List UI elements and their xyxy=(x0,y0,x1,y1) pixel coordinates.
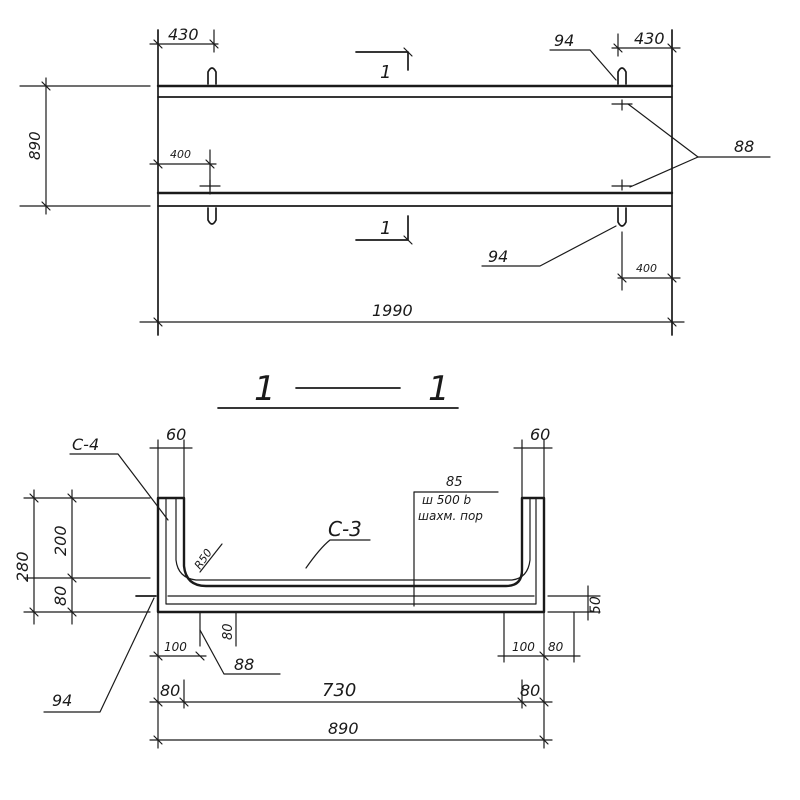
callout-loop-bottom-label: 94 xyxy=(488,247,508,266)
dim-slab-value: 80 xyxy=(51,586,70,606)
callout-bar-plan-label: 88 xyxy=(734,137,754,156)
dim-left-vertical: 280 200 80 xyxy=(13,489,151,625)
dim-wall-left-value: 60 xyxy=(166,425,186,444)
dim-base-row: 80 730 80 xyxy=(149,611,553,749)
dim-inner-left: 400 xyxy=(149,148,217,195)
dim-top-right: 430 xyxy=(611,29,681,57)
callout-mesh-side: С-4 xyxy=(69,435,169,521)
lifting-loop-bottom-right xyxy=(617,207,627,227)
dim-top-right-value: 430 xyxy=(634,29,665,48)
callout-loop-top: 94 xyxy=(549,31,617,81)
plan-outline xyxy=(156,29,674,336)
trough-outline xyxy=(156,496,546,614)
section-title-left: 1 xyxy=(254,369,276,409)
section-title: 1 1 xyxy=(217,369,459,409)
section-mark-top-label: 1 xyxy=(380,62,391,83)
section-mark-top: 1 xyxy=(355,47,413,83)
rebar-note-line3: шахм. пор xyxy=(418,509,483,523)
dim-right-offset: 100 80 xyxy=(497,611,581,663)
callout-bar-section-label: 88 xyxy=(234,655,254,674)
dim-base-total: 890 xyxy=(149,719,553,745)
section-mark-bottom: 1 xyxy=(355,215,413,245)
dim-inner-right: 400 xyxy=(617,231,681,291)
dim-wall-right-value: 60 xyxy=(530,425,550,444)
lifting-loop-top-left xyxy=(207,67,217,85)
dim-top-left: 430 xyxy=(149,25,219,53)
callout-mesh-side-label: С-4 xyxy=(72,435,99,454)
lifting-loop-top-right xyxy=(617,67,627,85)
dim-right-edge-value: 80 xyxy=(548,640,564,654)
callout-loop-section-label: 94 xyxy=(52,691,72,710)
dim-inner-right-value: 400 xyxy=(636,262,657,275)
callout-bar-plan: 88 xyxy=(627,103,771,188)
rebar-note-line1: 85 xyxy=(446,475,463,490)
dim-height: 890 xyxy=(19,77,151,215)
dim-wall-right: 60 xyxy=(513,425,553,499)
dim-left-offset-value: 100 xyxy=(164,640,187,654)
dim-base-left-value: 80 xyxy=(160,681,180,700)
dim-right-slab: 50 xyxy=(547,585,604,621)
lifting-loop-bottom-left xyxy=(207,207,217,225)
dim-base-total-value: 890 xyxy=(328,719,359,738)
callout-mesh-bottom: С-3 xyxy=(305,517,371,569)
callout-mesh-bottom-label: С-3 xyxy=(328,517,362,541)
section-mark-bottom-label: 1 xyxy=(380,218,391,239)
dim-total-height-value: 280 xyxy=(13,551,32,582)
dim-wall-left: 60 xyxy=(149,425,193,499)
dim-bottom-offset: 80 xyxy=(199,611,237,647)
radius-label: R50 xyxy=(192,543,223,573)
dim-right-offset-value: 100 xyxy=(512,640,535,654)
dim-base-right-value: 80 xyxy=(520,681,540,700)
dim-bottom-offset-value: 80 xyxy=(221,623,236,640)
dim-total-length: 1990 xyxy=(139,301,685,327)
radius-label-value: R50 xyxy=(192,547,215,572)
plan-view: 430 430 94 1 1 xyxy=(19,25,771,336)
callout-loop-top-label: 94 xyxy=(554,31,574,50)
callout-loop-section: 94 xyxy=(43,595,157,713)
rebar-note: 85 ш 500 b шахм. пор xyxy=(413,475,499,607)
rebar-note-line2: ш 500 b xyxy=(422,493,472,507)
dim-total-length-value: 1990 xyxy=(372,301,413,320)
callout-loop-bottom: 94 xyxy=(481,225,617,267)
dim-base-mid-value: 730 xyxy=(322,680,356,701)
section-view: 1 1 60 60 С-4 xyxy=(13,369,604,749)
callout-bar-section: 88 xyxy=(199,629,281,675)
dim-height-value: 890 xyxy=(26,131,44,160)
section-title-right: 1 xyxy=(428,369,450,409)
dim-wall-height-value: 200 xyxy=(51,525,70,556)
dim-top-left-value: 430 xyxy=(168,25,199,44)
dim-right-slab-value: 50 xyxy=(588,596,604,614)
dim-inner-left-value: 400 xyxy=(170,148,191,161)
